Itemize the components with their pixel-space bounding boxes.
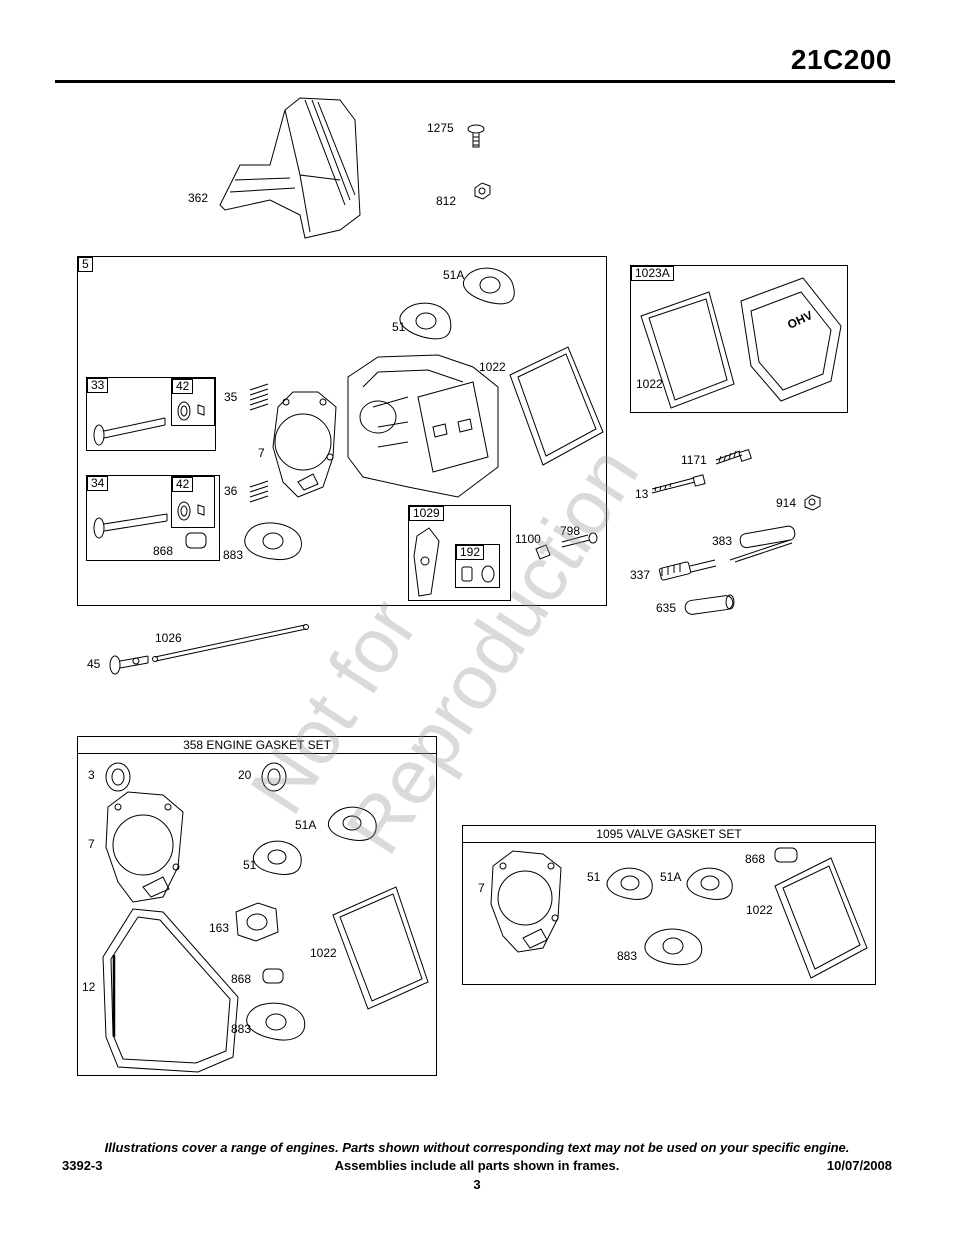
retainer-drawing [177, 501, 205, 521]
frame-tag-33: 33 [87, 378, 109, 393]
part-label-798: 798 [560, 524, 581, 538]
part-label-1100: 1100 [515, 532, 541, 546]
part-label-1275: 1275 [427, 121, 454, 135]
part-label-1022-cover: 1022 [636, 377, 663, 391]
part-label-383: 383 [712, 534, 733, 548]
frame-tag-1023a: 1023A [631, 266, 674, 281]
sleeve-635-drawing [684, 594, 735, 615]
frame-tag-42-a: 42 [172, 379, 194, 394]
cylinder-head-frame: 5 [77, 256, 607, 606]
shroud-drawing [219, 97, 361, 239]
header-rule [55, 80, 895, 83]
part-label-883: 883 [223, 548, 244, 562]
part-label-914: 914 [776, 496, 797, 510]
engine-gasket-set-title: 358 ENGINE GASKET SET [78, 737, 436, 754]
part-label-51a-set358: 51A [295, 818, 317, 832]
part-label-51a: 51A [443, 268, 465, 282]
part-label-1022-set358: 1022 [310, 946, 337, 960]
part-label-1022-set1095: 1022 [746, 903, 773, 917]
part-label-362: 362 [188, 191, 209, 205]
pushrod-1026-drawing [152, 624, 309, 662]
spark-plug-337-drawing [658, 559, 717, 581]
frame-tag-1029: 1029 [409, 506, 444, 521]
bolt-1171-drawing [715, 449, 752, 465]
frame-tag-192: 192 [456, 545, 485, 560]
part-label-51: 51 [392, 320, 406, 334]
valve-gasket-set-frame: 1095 VALVE GASKET SET 868 7 51 51A 1022 [462, 825, 876, 985]
part-label-3: 3 [88, 768, 95, 782]
part-label-868-set358: 868 [231, 972, 252, 986]
part-label-868-set1095: 868 [745, 852, 766, 866]
frame-tag-34: 34 [87, 476, 109, 491]
part-label-1171: 1171 [681, 453, 707, 467]
part-label-1026: 1026 [155, 631, 182, 645]
nut-812-drawing [474, 182, 491, 200]
part-label-7-set358: 7 [88, 837, 95, 851]
part-label-883-set358: 883 [231, 1022, 252, 1036]
exhaust-valve-drawing [93, 417, 166, 446]
part-label-883-set1095: 883 [617, 949, 638, 963]
footer-date: 10/07/2008 [826, 1158, 892, 1173]
valve-cover-frame-1023a: 1023A OHV 1022 [630, 265, 848, 413]
part-label-36: 36 [224, 484, 238, 498]
frame-tag-42-b: 42 [172, 477, 194, 492]
rocker-frame-1029: 1029 192 [408, 505, 511, 601]
valve-frame-33: 33 42 [86, 377, 216, 451]
part-label-12: 12 [82, 980, 96, 994]
part-label-45: 45 [87, 657, 101, 671]
footer-assemblies-note: Assemblies include all parts shown in fr… [334, 1158, 620, 1173]
part-label-51-set1095: 51 [587, 870, 601, 884]
footer-doc-id: 3392-3 [62, 1158, 103, 1173]
valve-gasket-set-drawing [490, 847, 868, 979]
part-label-868: 868 [153, 544, 174, 558]
retainer-frame-42-b: 42 [171, 476, 215, 528]
part-label-13: 13 [635, 487, 649, 501]
part-label-337: 337 [630, 568, 651, 582]
valve-gasket-set-title: 1095 VALVE GASKET SET [463, 826, 875, 843]
part-label-20: 20 [238, 768, 252, 782]
part-label-51a-set1095: 51A [660, 870, 682, 884]
nut-914-drawing [804, 494, 821, 511]
page-number: 3 [473, 1177, 481, 1192]
engine-gasket-set-frame: 358 ENGINE GASKET SET [77, 736, 437, 1076]
cylinder-head-drawing [185, 267, 604, 561]
part-label-163: 163 [209, 921, 230, 935]
pivot-drawing [461, 565, 495, 583]
part-label-51-set358: 51 [243, 858, 257, 872]
part-label-7: 7 [258, 446, 265, 460]
valve-45-drawing [109, 655, 149, 675]
spring-383-drawing [729, 525, 796, 563]
model-number: 21C200 [790, 44, 892, 75]
engine-gasket-set-drawing [102, 762, 429, 1073]
part-label-812: 812 [436, 194, 457, 208]
screw-1275-drawing [467, 124, 485, 148]
part-label-35: 35 [224, 390, 238, 404]
rocker-arm-drawing [413, 527, 440, 597]
frame-tag-5: 5 [78, 257, 93, 272]
part-label-7-set1095: 7 [478, 881, 485, 895]
retainer-drawing [177, 401, 205, 421]
footer-disclaimer: Illustrations cover a range of engines. … [104, 1140, 850, 1155]
pivot-frame-192: 192 [455, 544, 500, 588]
bolt-13-drawing [651, 474, 706, 494]
retainer-frame-42-a: 42 [171, 378, 215, 426]
intake-valve-drawing [93, 513, 168, 539]
valve-frame-34: 34 42 [86, 475, 220, 561]
part-label-1022: 1022 [479, 360, 506, 374]
valve-cover-drawing [640, 277, 842, 409]
part-label-635: 635 [656, 601, 677, 615]
